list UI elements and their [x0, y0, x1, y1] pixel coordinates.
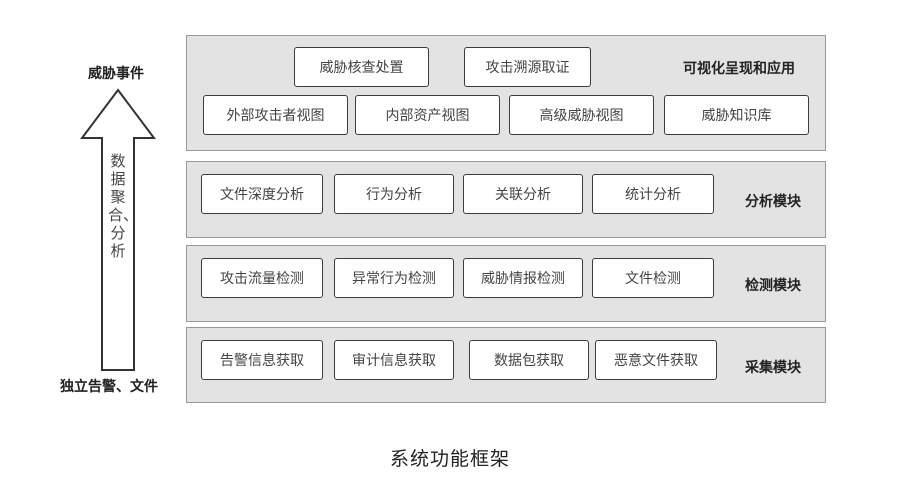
analysis-layer: 文件深度分析 行为分析 关联分析 统计分析 分析模块 — [186, 161, 826, 238]
attack-traffic-detection-box: 攻击流量检测 — [201, 258, 323, 298]
external-attacker-view-box: 外部攻击者视图 — [203, 95, 348, 135]
threat-intel-detection-box: 威胁情报检测 — [463, 258, 583, 298]
visualization-layer-title: 可视化呈现和应用 — [683, 61, 795, 77]
file-deep-analysis-box: 文件深度分析 — [201, 174, 323, 214]
threat-verification-box: 威胁核查处置 — [294, 47, 429, 87]
internal-asset-view-box: 内部资产视图 — [355, 95, 500, 135]
audit-info-collection-box: 审计信息获取 — [334, 340, 454, 380]
statistical-analysis-box: 统计分析 — [592, 174, 714, 214]
behavior-analysis-box: 行为分析 — [334, 174, 454, 214]
independent-alerts-files-label: 独立告警、文件 — [60, 379, 158, 395]
detection-layer-title: 检测模块 — [745, 278, 801, 294]
threat-event-label: 威胁事件 — [88, 66, 144, 82]
file-detection-box: 文件检测 — [592, 258, 714, 298]
visualization-layer: 威胁核查处置 攻击溯源取证 可视化呈现和应用 外部攻击者视图 内部资产视图 高级… — [186, 35, 826, 151]
malicious-file-collection-box: 恶意文件获取 — [595, 340, 717, 380]
detection-layer: 攻击流量检测 异常行为检测 威胁情报检测 文件检测 检测模块 — [186, 245, 826, 322]
collection-layer: 告警信息获取 审计信息获取 数据包获取 恶意文件获取 采集模块 — [186, 327, 826, 403]
advanced-threat-view-box: 高级威胁视图 — [509, 95, 654, 135]
packet-collection-box: 数据包获取 — [469, 340, 589, 380]
correlation-analysis-box: 关联分析 — [463, 174, 583, 214]
data-flow-arrow-icon — [80, 88, 156, 371]
attack-tracing-box: 攻击溯源取证 — [464, 47, 591, 87]
arrow-text: 数据聚合、分析 — [108, 152, 139, 260]
analysis-layer-title: 分析模块 — [745, 194, 801, 210]
figure-caption: 系统功能框架 — [389, 448, 510, 470]
threat-knowledge-base-box: 威胁知识库 — [664, 95, 809, 135]
abnormal-behavior-detection-box: 异常行为检测 — [334, 258, 454, 298]
collection-layer-title: 采集模块 — [745, 360, 801, 376]
alert-info-collection-box: 告警信息获取 — [201, 340, 323, 380]
